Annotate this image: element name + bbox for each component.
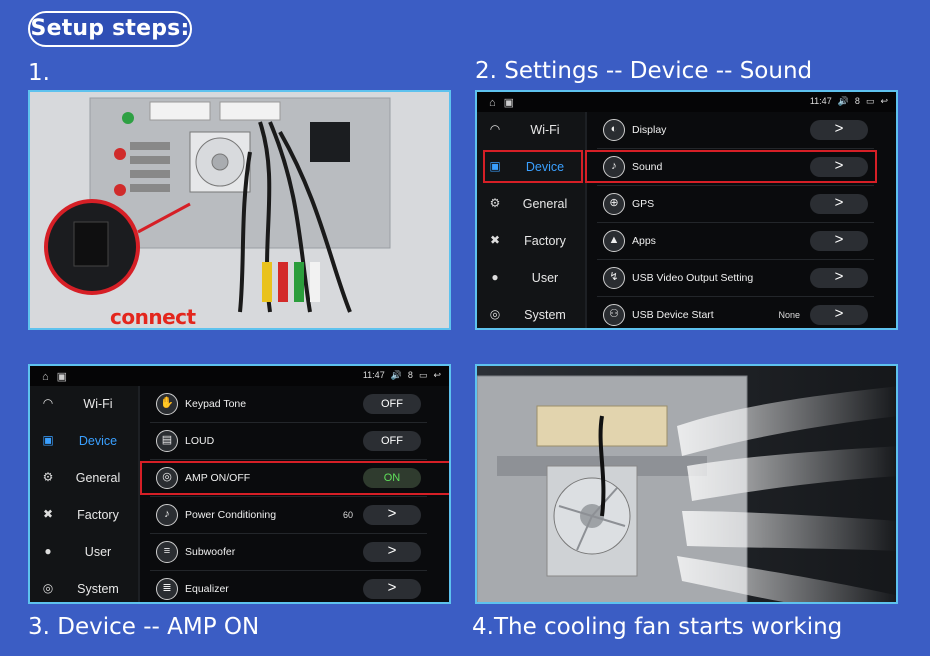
loud-toggle[interactable]: OFF — [363, 431, 421, 451]
amp-highlight — [140, 461, 449, 495]
amp-toggle[interactable]: ON — [363, 468, 421, 488]
step-1-label: 1. — [28, 60, 50, 86]
sidebar-item-system[interactable]: ◎System — [30, 571, 138, 602]
keypad-tone-toggle[interactable]: OFF — [363, 394, 421, 414]
time: 11:47 — [809, 96, 832, 106]
loud-icon: ▤ — [156, 430, 178, 452]
speaker-icon: ♪ — [156, 504, 178, 526]
home-icon[interactable]: ⌂ — [42, 371, 49, 383]
user-icon: ● — [44, 544, 52, 558]
globe-icon: ◎ — [42, 581, 54, 595]
status-bar: ⌂ ▣ 11:47 🔊 8 ▭ ↩ — [30, 366, 449, 386]
device-icon: ▣ — [42, 433, 54, 447]
back-icon[interactable]: ↩ — [433, 370, 441, 380]
time: 11:47 — [362, 370, 385, 380]
sound-open-button[interactable]: > — [810, 157, 868, 177]
sidebar-item-wifi[interactable]: ◠Wi-Fi — [30, 386, 138, 423]
settings-sidebar: ◠Wi-Fi ▣Device ⚙General ✖Factory ●User ◎… — [477, 112, 585, 328]
usb-video-open-button[interactable]: > — [810, 268, 868, 288]
setting-row-gps[interactable]: ⊕GPS> — [597, 186, 874, 223]
settings-screen-device: ⌂ ▣ 11:47 🔊 8 ▭ ↩ ◠Wi-Fi ▣Device ⚙General ✖Fa… — [475, 90, 898, 330]
volume-level: 8 — [407, 370, 413, 380]
wiring-photo: connect — [28, 90, 451, 330]
step-4-label: 4.The cooling fan starts working — [472, 614, 843, 640]
usb-device-icon: ⚇ — [603, 304, 625, 326]
sound-highlight — [585, 150, 877, 183]
wifi-icon: ◠ — [489, 122, 501, 136]
setting-row-usb-video[interactable]: ↯USB Video Output Setting> — [597, 260, 874, 297]
amp-icon: ◎ — [156, 467, 178, 489]
status-bar: ⌂ ▣ 11:47 🔊 8 ▭ ↩ — [477, 92, 896, 112]
tools-icon: ✖ — [42, 507, 54, 521]
sidebar-item-wifi[interactable]: ◠Wi-Fi — [477, 112, 585, 149]
display-open-button[interactable]: > — [810, 120, 868, 140]
device-highlight — [483, 150, 583, 183]
sidebar-item-device[interactable]: ▣Device — [477, 149, 585, 186]
hand-icon: ✋ — [156, 393, 178, 415]
satellite-icon: ⊕ — [603, 193, 625, 215]
settings-sidebar: ◠Wi-Fi ▣Device ⚙General ✖Factory ●User ◎… — [30, 386, 138, 602]
apps-open-button[interactable]: > — [810, 231, 868, 251]
gear-icon: ⚙ — [489, 196, 501, 210]
sidebar-item-general[interactable]: ⚙General — [30, 460, 138, 497]
home-icon[interactable]: ⌂ — [489, 97, 496, 109]
android-icon: ▲ — [603, 230, 625, 252]
sidebar-item-user[interactable]: ●User — [477, 260, 585, 297]
usb-device-open-button[interactable]: > — [810, 305, 868, 325]
setup-steps-title: Setup steps: — [28, 11, 192, 47]
subwoofer-open-button[interactable]: > — [363, 542, 421, 562]
display-icon: ◐ — [603, 119, 625, 141]
gear-icon: ⚙ — [42, 470, 54, 484]
settings-screen-sound: ⌂ ▣ 11:47 🔊 8 ▭ ↩ ◠Wi-Fi ▣Device ⚙General ✖Fa… — [28, 364, 451, 604]
speaker-icon: ♪ — [603, 156, 625, 178]
back-icon[interactable]: ↩ — [880, 96, 888, 106]
power-conditioning-value: 60 — [342, 510, 353, 520]
cooling-fan-drawing — [477, 366, 896, 602]
sidebar-item-device[interactable]: ▣Device — [30, 423, 138, 460]
setting-row-apps[interactable]: ▲Apps> — [597, 223, 874, 260]
window-icon[interactable]: ▭ — [865, 96, 875, 106]
equalizer-open-button[interactable]: > — [363, 579, 421, 599]
volume-icon: 🔊 — [837, 96, 849, 106]
app-icon[interactable]: ▣ — [56, 371, 68, 383]
sidebar-item-user[interactable]: ●User — [30, 534, 138, 571]
setting-row-sound[interactable]: ♪Sound> — [597, 149, 874, 186]
sidebar-item-factory[interactable]: ✖Factory — [30, 497, 138, 534]
gps-open-button[interactable]: > — [810, 194, 868, 214]
wifi-icon: ◠ — [42, 396, 54, 410]
volume-icon: 🔊 — [390, 370, 402, 380]
usb-video-icon: ↯ — [603, 267, 625, 289]
setting-row-equalizer[interactable]: ≣Equalizer> — [150, 571, 427, 602]
sidebar-item-factory[interactable]: ✖Factory — [477, 223, 585, 260]
app-icon[interactable]: ▣ — [503, 97, 515, 109]
sidebar-item-system[interactable]: ◎System — [477, 297, 585, 328]
sidebar-item-general[interactable]: ⚙General — [477, 186, 585, 223]
device-icon: ▣ — [489, 159, 501, 173]
power-conditioning-open-button[interactable]: > — [363, 505, 421, 525]
wiring-photo-drawing — [30, 92, 449, 328]
user-icon: ● — [491, 270, 499, 284]
step-3-label: 3. Device -- AMP ON — [28, 614, 260, 640]
usb-device-value: None — [778, 310, 800, 320]
equalizer-icon: ≣ — [156, 578, 178, 600]
volume-level: 8 — [854, 96, 860, 106]
step-2-label: 2. Settings -- Device -- Sound — [475, 58, 813, 84]
setting-row-display[interactable]: ◐Display> — [597, 112, 874, 149]
tools-icon: ✖ — [489, 233, 501, 247]
cooling-fan-photo — [475, 364, 898, 604]
subwoofer-icon: ≡ — [156, 541, 178, 563]
setting-row-subwoofer[interactable]: ≡Subwoofer> — [150, 534, 427, 571]
globe-icon: ◎ — [489, 307, 501, 321]
connect-callout: connect — [110, 305, 196, 329]
window-icon[interactable]: ▭ — [418, 370, 428, 380]
